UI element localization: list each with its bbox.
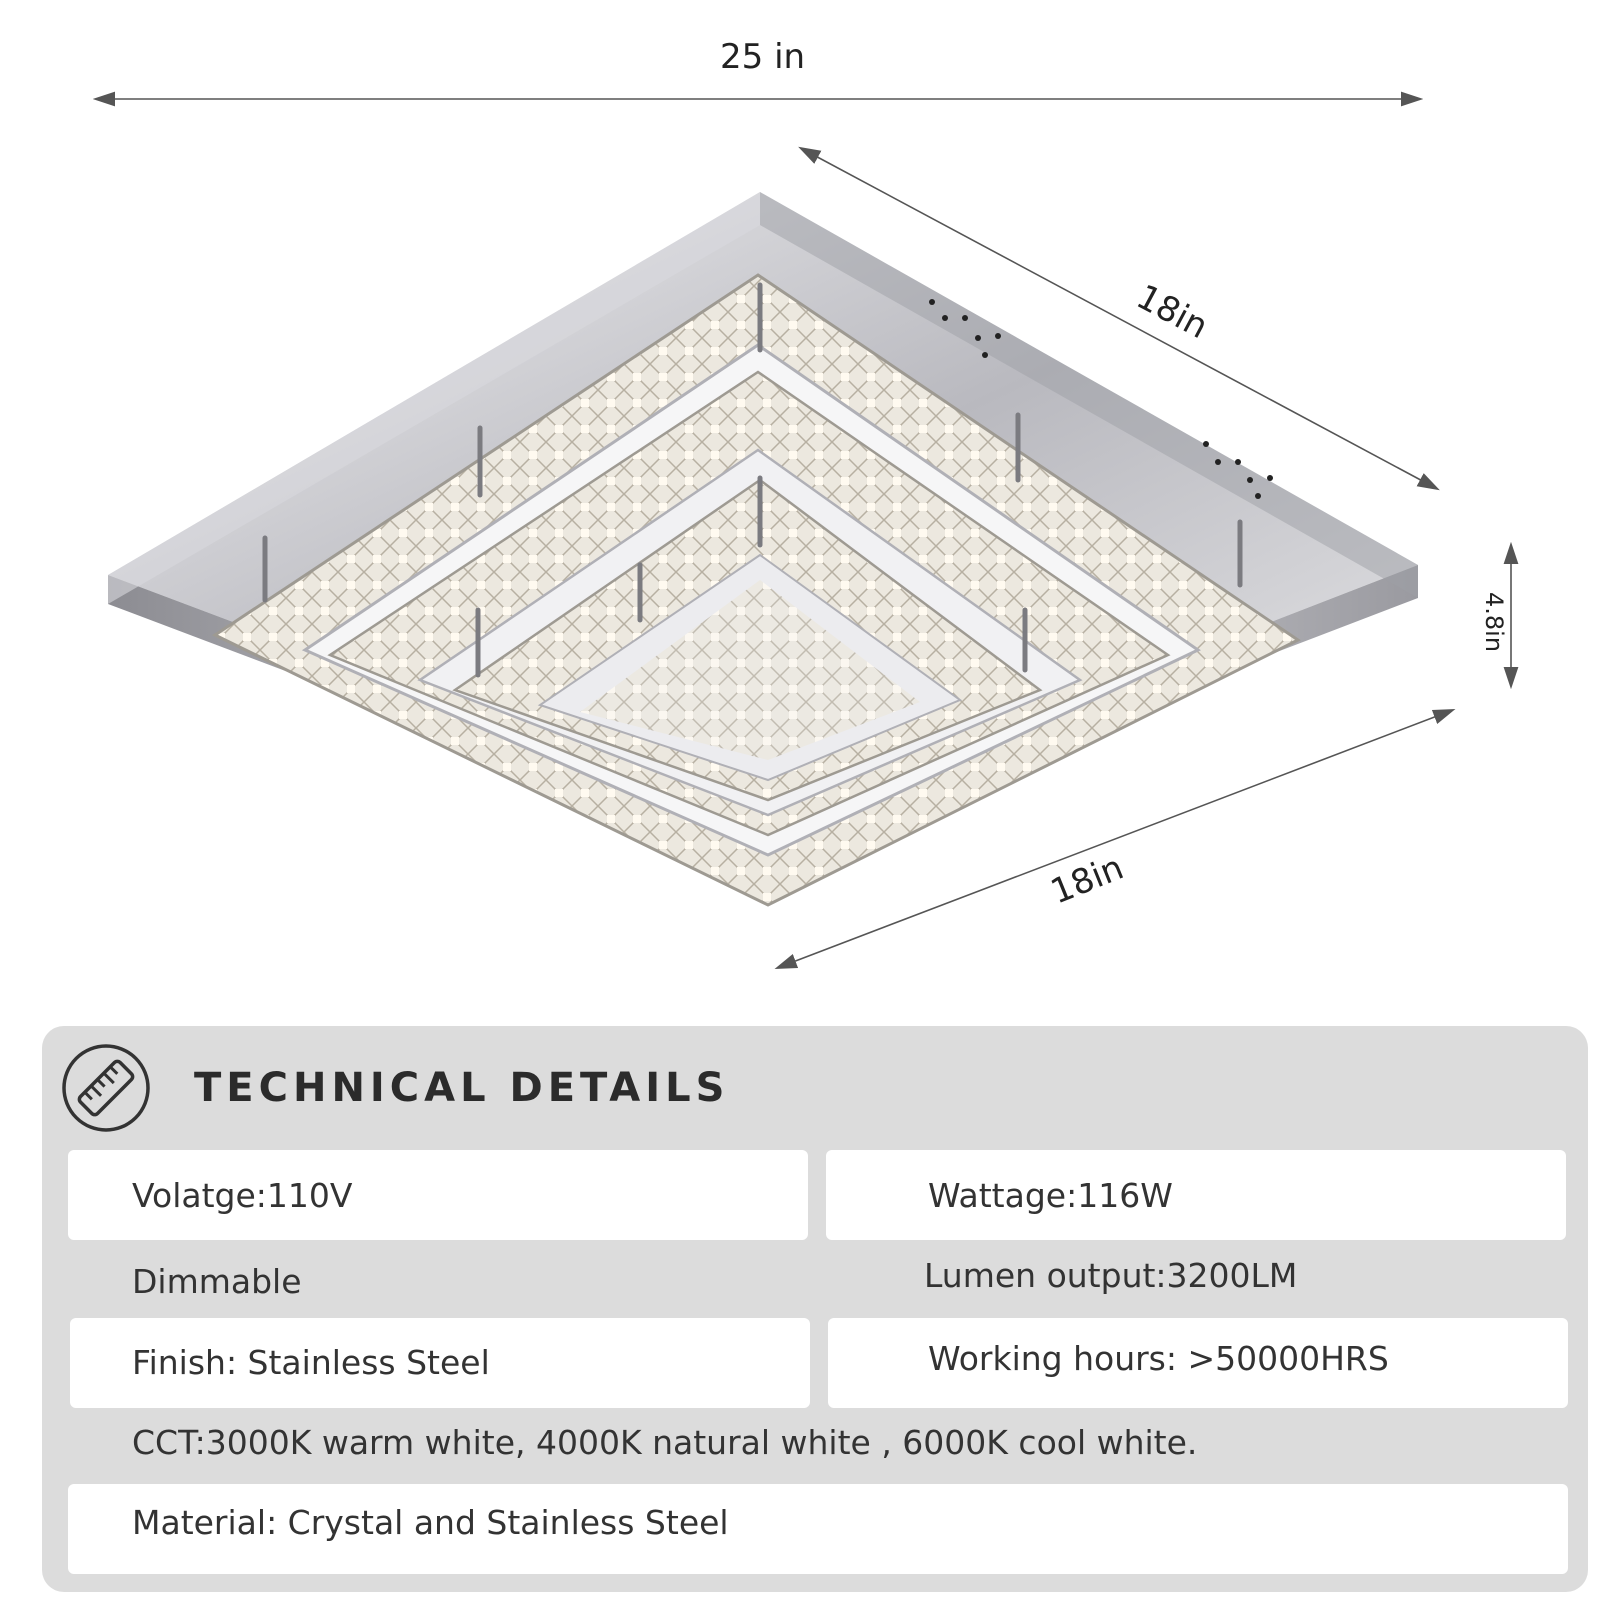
- spec-lumen: Lumen output:3200LM: [924, 1256, 1298, 1295]
- support-rods: [262, 282, 1243, 678]
- chandelier-illustration: [92, 91, 1519, 969]
- spec-voltage: Volatge:110V: [132, 1176, 353, 1215]
- spec-wattage: Wattage:116W: [928, 1176, 1173, 1215]
- panel-title: TECHNICAL DETAILS: [194, 1065, 730, 1111]
- width-label: 25 in: [720, 37, 806, 77]
- vent-holes: [929, 299, 1273, 499]
- length-arrow: [774, 709, 1456, 969]
- spec-finish: Finish: Stainless Steel: [132, 1343, 490, 1382]
- spec-box-hours: [828, 1318, 1568, 1408]
- spec-box-wattage: [826, 1150, 1566, 1240]
- spec-cct: CCT:3000K warm white, 4000K natural whit…: [132, 1423, 1198, 1462]
- panel-header: TECHNICAL DETAILS: [60, 1040, 729, 1136]
- product-diagram: 25 in 18in 18in 4.8in: [92, 37, 1519, 969]
- depth-arrow: [798, 146, 1440, 491]
- spec-box-finish: [70, 1318, 810, 1408]
- height-label: 4.8in: [1480, 592, 1508, 653]
- ruler-icon: [62, 1044, 150, 1132]
- technical-details-panel: TECHNICAL DETAILS Volatge:110V Wattage:1…: [42, 1026, 1588, 1592]
- spec-box-material: [68, 1484, 1568, 1574]
- spec-dimmable: Dimmable: [132, 1262, 302, 1301]
- spec-box-voltage: [68, 1150, 808, 1240]
- spec-hours: Working hours: >50000HRS: [928, 1339, 1389, 1378]
- spec-material: Material: Crystal and Stainless Steel: [132, 1503, 729, 1542]
